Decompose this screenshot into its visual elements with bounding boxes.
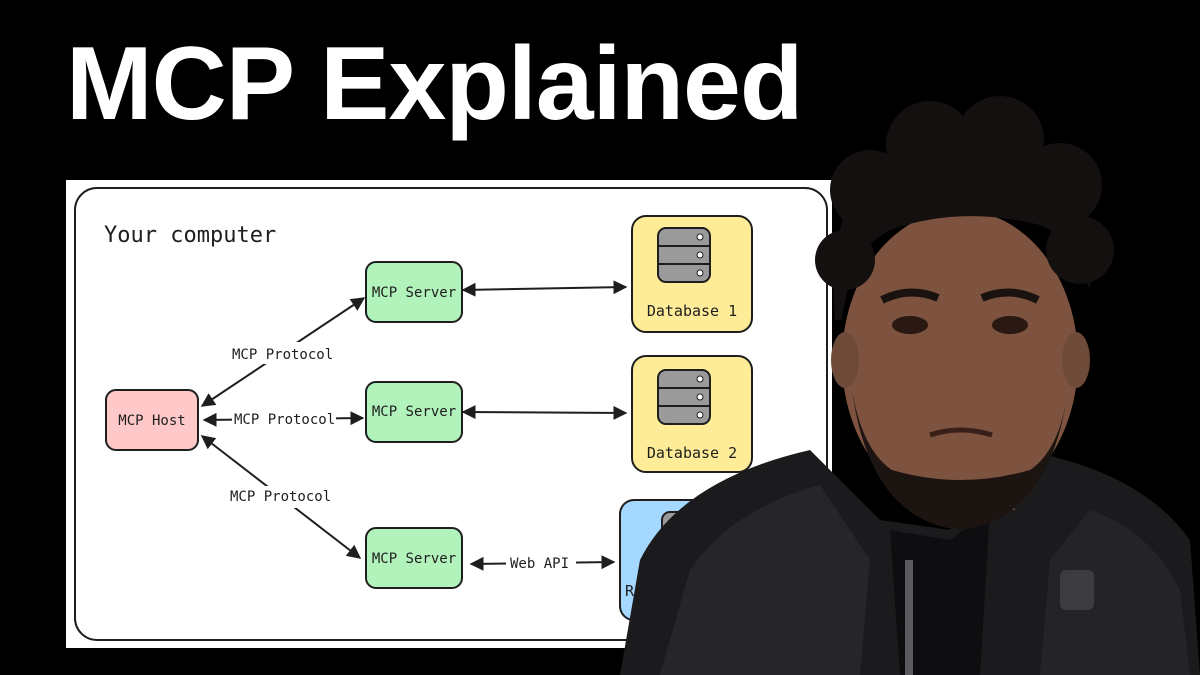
mcp-server-node-2: MCP Server — [365, 381, 463, 443]
computer-boundary — [74, 187, 828, 641]
database-1-label: Database 1 — [647, 302, 737, 320]
presenter-photo — [620, 96, 1200, 675]
arrow-server-db1 — [461, 280, 628, 297]
database-2-node: Database 2 — [631, 355, 753, 473]
mcp-server-node-1: MCP Server — [365, 261, 463, 323]
database-2-label: Database 2 — [647, 444, 737, 462]
region-label: Your computer — [104, 223, 276, 248]
database-icon — [657, 369, 711, 425]
database-1-node: Database 1 — [631, 215, 753, 333]
protocol-label-2: MCP Protocol — [234, 412, 335, 428]
mcp-server-label-1: MCP Server — [372, 285, 456, 301]
mcp-host-node: MCP Host — [105, 389, 199, 451]
arrow-server-db2 — [461, 405, 628, 420]
protocol-label-3: MCP Protocol — [230, 489, 331, 505]
mcp-server-node-3: MCP Server — [365, 527, 463, 589]
database-icon — [657, 227, 711, 283]
mcp-server-label-2: MCP Server — [372, 404, 456, 420]
lapel-mic-icon — [1060, 570, 1094, 610]
mcp-host-label: MCP Host — [118, 413, 185, 429]
web-api-label: Web API — [510, 556, 569, 572]
protocol-label-1: MCP Protocol — [232, 347, 333, 363]
mcp-server-label-3: MCP Server — [372, 551, 456, 567]
thumbnail-title: MCP Explained — [66, 26, 803, 142]
